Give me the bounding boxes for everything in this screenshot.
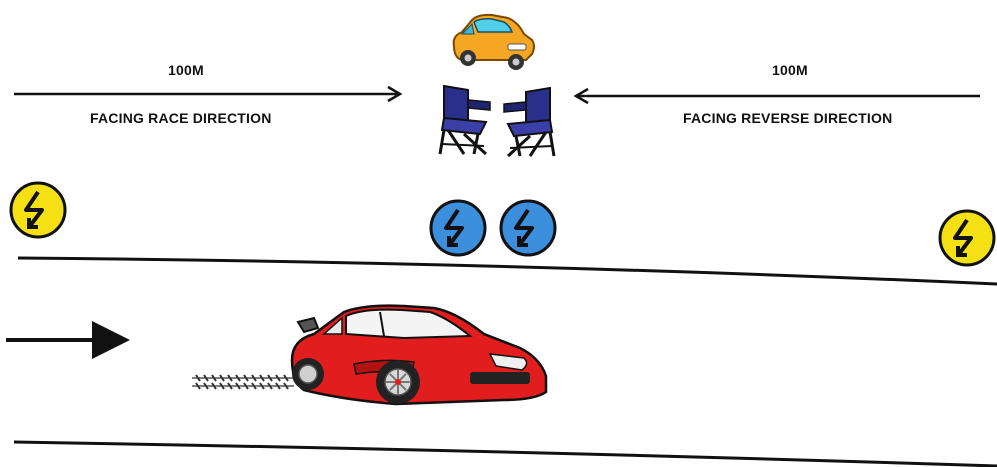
yellow-flag-light-icon <box>938 209 996 267</box>
marshal-chair-icon <box>503 86 556 158</box>
right-distance-label: 100M <box>772 62 808 78</box>
blue-flag-light-icon <box>499 199 557 257</box>
left-direction-label: FACING RACE DIRECTION <box>90 110 272 126</box>
safety-car-icon <box>452 13 535 70</box>
yellow-flag-light-icon <box>9 181 67 239</box>
race-car-icon <box>290 304 548 406</box>
tire-marks <box>192 374 294 390</box>
left-distance-label: 100M <box>168 62 204 78</box>
marshal-chair-icon <box>438 84 491 156</box>
blue-flag-light-icon <box>429 199 487 257</box>
right-direction-label: FACING REVERSE DIRECTION <box>683 110 893 126</box>
race-direction-arrow-icon <box>6 321 130 359</box>
